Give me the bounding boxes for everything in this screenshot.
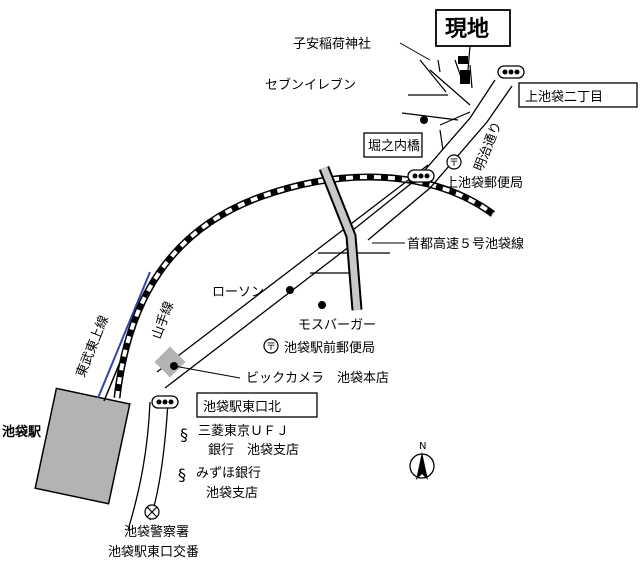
ekimae-post-office-icon	[263, 338, 279, 354]
destination-box	[435, 9, 511, 47]
destination-label: 現地	[445, 17, 489, 42]
mos-burger-dot	[318, 301, 326, 309]
meiji-dori-road	[352, 79, 513, 241]
main-road-to-station	[156, 164, 429, 389]
signal-lamp-icon	[502, 69, 508, 75]
mizuho-bank-label-line1: みずほ銀行	[196, 466, 261, 481]
kamiikebukuro-2-box	[518, 82, 638, 108]
local-street-grid	[401, 59, 473, 151]
signal-lamp-icon	[162, 399, 168, 405]
mizuho-bank-icon: §	[178, 465, 186, 484]
police-label-line2: 池袋駅東口交番	[108, 544, 199, 560]
signal-lamp-icon	[514, 69, 520, 75]
mizuho-bank-label-line2: 池袋支店	[206, 486, 258, 501]
kamiikebukuro-2-label: 上池袋二丁目	[525, 90, 603, 105]
ikebukuro-station-building	[34, 387, 131, 505]
meiji-dori-label: 明治通り	[472, 120, 505, 174]
seven-eleven-label: セブンイレブン	[265, 77, 356, 93]
signal-lamp-icon	[168, 399, 174, 405]
mufg-bank-icon: §	[180, 425, 188, 444]
east-exit-north-label: 池袋駅東口北	[203, 399, 281, 415]
seven-eleven-dot	[420, 116, 428, 124]
destination-marker	[460, 70, 470, 84]
ikebukuro-station-label: 池袋駅	[2, 424, 42, 440]
ekimae-post-mark-icon: 〒	[266, 342, 276, 353]
bic-camera-pointer	[173, 365, 241, 379]
signal-lamp-icon	[508, 69, 514, 75]
ekimae-post-label: 池袋駅前郵便局	[284, 340, 375, 356]
east-exit-north-box	[196, 392, 318, 418]
lawson-label: ローソン	[212, 285, 264, 300]
tobu-tojo-line-label: 東武東上線	[73, 313, 112, 379]
signal-lamp-icon	[156, 399, 162, 405]
horinouchi-bridge-label: 堀之内橋	[368, 138, 420, 154]
bic-camera-building	[154, 346, 186, 378]
signal-lamp-icon	[424, 173, 430, 179]
shrine-pointer	[399, 42, 431, 61]
tobu-tojo-line-blue	[97, 271, 151, 399]
yamanote-line-label: 山手線	[149, 299, 177, 341]
signal-lamp-icon	[412, 173, 418, 179]
police-mark-icon	[146, 506, 158, 518]
post-office-icon	[446, 154, 462, 170]
expressway-fill	[320, 166, 361, 311]
signal-lamp-icon	[418, 173, 424, 179]
mufg-bank-label-line2: 銀行 池袋支店	[208, 443, 299, 458]
yamanote-line-outline	[113, 173, 496, 399]
lawson-dot	[286, 286, 294, 294]
koyasu-inari-shrine-label: 子安稲荷神社	[293, 36, 371, 52]
torii-icon	[458, 56, 468, 64]
compass-arrow-icon	[416, 452, 428, 480]
bic-camera-label: ビックカメラ 池袋本店	[246, 371, 389, 386]
mufg-bank-label-line1: 三菱東京ＵＦＪ	[198, 423, 289, 439]
police-label-line1: 池袋警察署	[124, 524, 189, 540]
mos-burger-label: モスバーガー	[298, 318, 376, 333]
compass-north-label: N	[419, 441, 426, 452]
post-office-mark-icon: 〒	[449, 158, 459, 169]
kamiikebukuro-post-label: 上池袋郵便局	[445, 176, 523, 191]
expressway-label: 首都高速５号池袋線	[407, 236, 524, 252]
horinouchi-bridge-box	[363, 132, 423, 158]
destination-pointer	[467, 45, 471, 71]
